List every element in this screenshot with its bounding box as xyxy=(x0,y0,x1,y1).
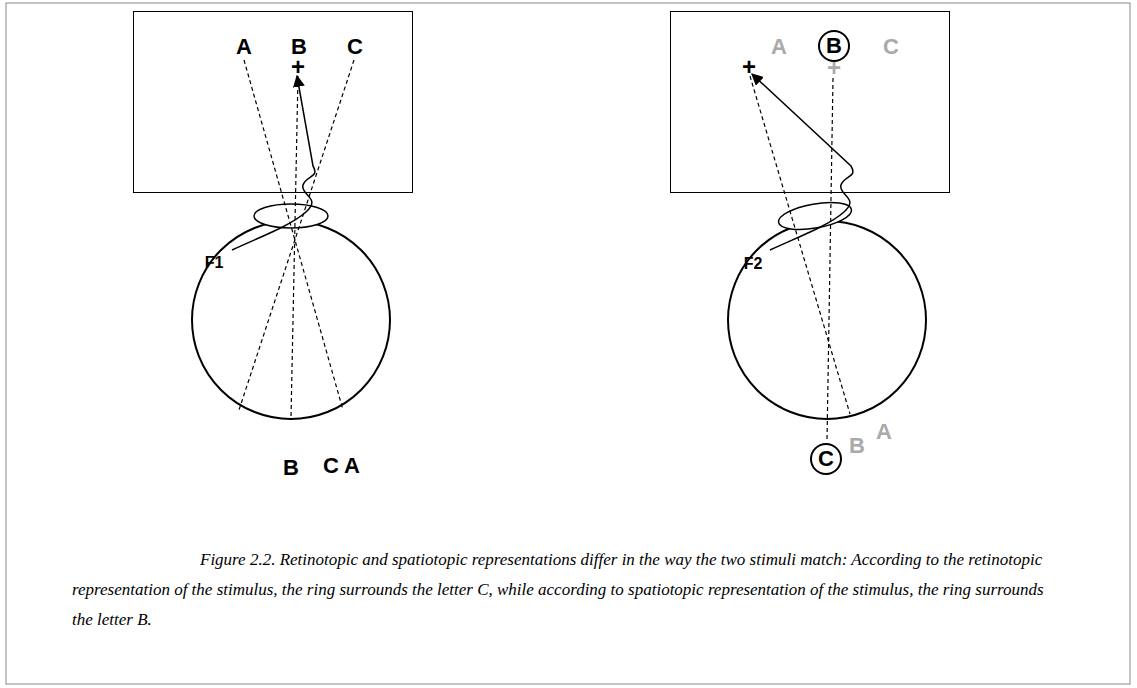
lens xyxy=(776,198,853,234)
screen: ABC+ xyxy=(133,11,413,193)
fixation-cross: + xyxy=(742,55,756,79)
ray-line xyxy=(239,60,354,410)
retina-letter: C xyxy=(818,448,834,470)
figure-caption: Figure 2.2. Retinotopic and spatiotopic … xyxy=(72,545,1067,635)
screen: AC++B xyxy=(670,11,950,193)
pointer-arrow xyxy=(752,74,853,250)
eyeball xyxy=(728,221,926,419)
retina-letter: B xyxy=(283,457,299,479)
stimulus-letter: B xyxy=(826,35,842,57)
fixation-label: F2 xyxy=(744,256,763,272)
ring-marker: B xyxy=(818,30,850,62)
stimulus-letter: A xyxy=(771,36,787,58)
retina-letter: C xyxy=(323,455,339,477)
ray-line xyxy=(291,76,298,418)
fixation-cross: + xyxy=(827,56,841,80)
stimulus-letter: A xyxy=(236,36,252,58)
ray-line xyxy=(750,76,850,414)
retina-letter: A xyxy=(344,455,360,477)
outer-frame xyxy=(6,3,1130,684)
retina-letter: B xyxy=(849,435,865,457)
pointer-arrow xyxy=(232,76,315,250)
ray-line xyxy=(244,60,343,410)
retina-letter: A xyxy=(876,421,892,443)
fixation-label: F1 xyxy=(205,255,224,271)
fixation-cross: + xyxy=(291,55,305,79)
ray-line xyxy=(827,78,833,441)
stimulus-letter: C xyxy=(347,36,363,58)
stimulus-letter: C xyxy=(883,36,899,58)
eyeball xyxy=(192,221,390,419)
ring-marker: C xyxy=(810,443,842,475)
